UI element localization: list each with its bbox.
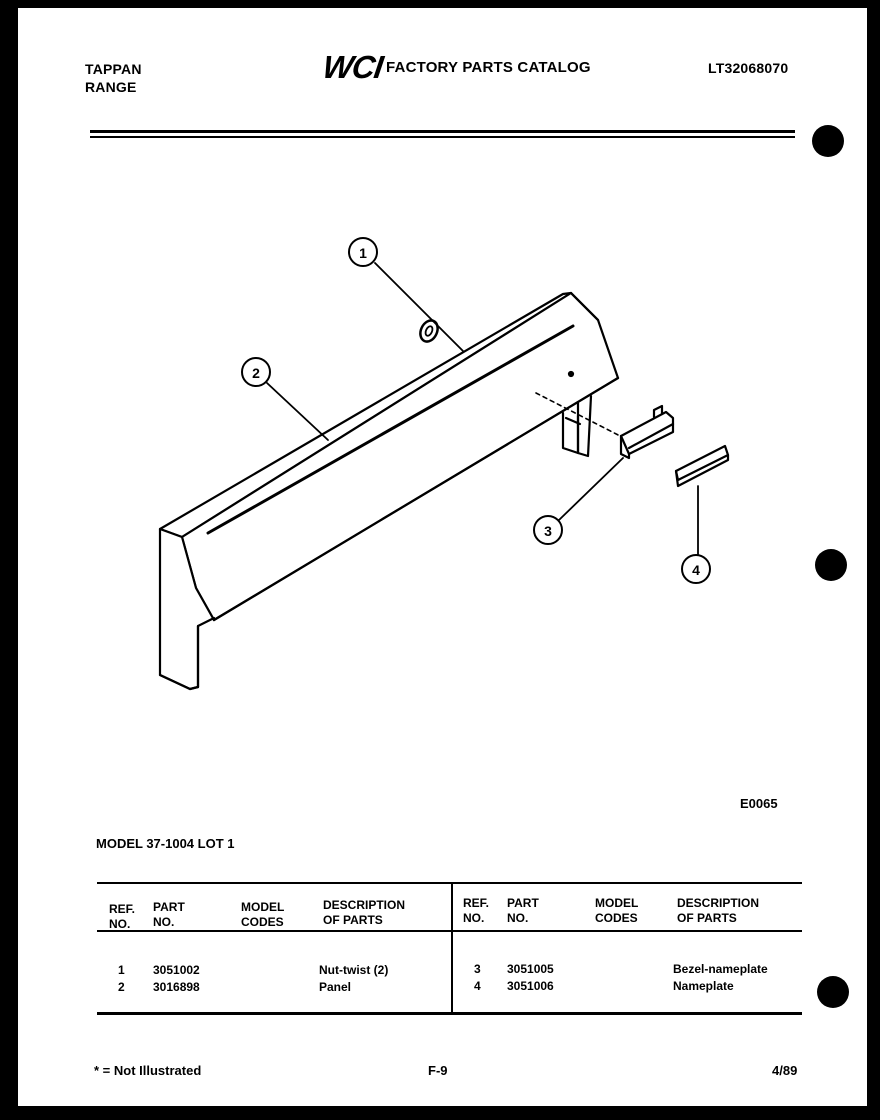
binder-hole-top (812, 125, 844, 157)
panel-front-face (180, 291, 620, 622)
figure-code: E0065 (740, 796, 778, 811)
brand-name: TAPPAN (85, 61, 142, 77)
model-line: MODEL 37-1004 LOT 1 (96, 836, 235, 851)
callout-circle-4 (681, 554, 711, 584)
callout-circle-3 (533, 515, 563, 545)
header-ref-line1: REF. (109, 902, 136, 916)
page-number: F-9 (428, 1063, 448, 1078)
callout-label-4: 4 (692, 562, 700, 578)
row-1-part: 3051002 (153, 963, 200, 977)
header-rule (90, 130, 795, 133)
row-2-description: Panel (319, 980, 352, 994)
header-part-right-line2: NO. (507, 911, 529, 925)
header-part-right: PART NO. (507, 896, 539, 926)
row-2-ref: 2 (118, 980, 125, 994)
header-desc-line1: DESCRIPTION (323, 898, 406, 912)
row-3-ref: 3 (474, 962, 481, 976)
table-top-rule (97, 882, 802, 884)
row-4-part: 3051006 (507, 979, 554, 993)
header-part-right-line1: PART (507, 896, 539, 910)
callout-circle-2 (241, 357, 271, 387)
header-rule-secondary (90, 136, 795, 138)
not-illustrated-note: * = Not Illustrated (94, 1063, 202, 1078)
table-bottom-rule (97, 1012, 802, 1015)
header-model-line1: MODEL (241, 900, 285, 914)
header-description-right: DESCRIPTION OF PARTS (677, 896, 759, 926)
header-desc-right-line2: OF PARTS (677, 911, 737, 925)
row-4-description: Nameplate (673, 979, 734, 993)
header-model: MODEL CODES (241, 900, 284, 930)
callout-label-1: 1 (359, 245, 367, 261)
callout-label-3: 3 (544, 523, 552, 539)
nut-twist (419, 319, 439, 343)
header-model-right-line2: CODES (595, 911, 638, 925)
header-part-line1: PART (153, 900, 185, 914)
callout-circle-1 (348, 237, 378, 267)
row-4-ref: 4 (474, 979, 481, 993)
binder-hole-middle (815, 549, 847, 581)
row-1-ref: 1 (118, 963, 125, 977)
row-1-description: Nut-twist (2) (319, 963, 389, 977)
header-ref-right-line1: REF. (463, 896, 490, 910)
header-model-right-line1: MODEL (595, 896, 639, 910)
catalog-page: TAPPAN RANGE WCI FACTORY PARTS CATALOG L… (18, 8, 867, 1106)
header-desc-right-line1: DESCRIPTION (677, 896, 760, 910)
table-header-rule (97, 930, 802, 932)
header-part-line2: NO. (153, 915, 175, 929)
exploded-parts-diagram: 1 2 3 4 (158, 237, 730, 691)
header-ref-line2: NO. (109, 917, 131, 931)
header-model-line2: CODES (241, 915, 284, 929)
binder-hole-bottom (817, 976, 849, 1008)
header-desc-line2: OF PARTS (323, 913, 383, 927)
row-3-description: Bezel-nameplate (673, 962, 768, 976)
catalog-number: LT32068070 (708, 60, 789, 76)
catalog-title: FACTORY PARTS CATALOG (386, 59, 591, 76)
header-part: PART NO. (153, 900, 185, 930)
header-ref: REF. NO. (109, 902, 135, 932)
row-2-part: 3016898 (153, 980, 200, 994)
header-description: DESCRIPTION OF PARTS (323, 898, 405, 928)
callout-label-2: 2 (252, 365, 260, 381)
row-3-part: 3051005 (507, 962, 554, 976)
revision-date: 4/89 (772, 1063, 798, 1078)
header-ref-right-line2: NO. (463, 911, 485, 925)
header-model-right: MODEL CODES (595, 896, 638, 926)
product-type: RANGE (85, 79, 137, 95)
table-center-divider (451, 882, 453, 1014)
header-ref-right: REF. NO. (463, 896, 489, 926)
